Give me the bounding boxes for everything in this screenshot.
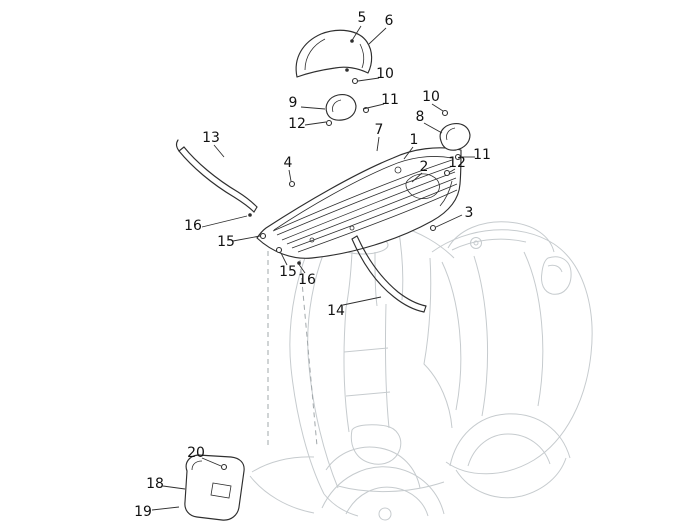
top-cover [295,29,373,78]
screws [220,77,462,471]
callout-18: 18 [146,476,164,492]
bracket-part-9 [325,93,357,121]
screw-icon [275,246,283,254]
screw-icon [259,232,267,240]
trim-strip-14 [351,235,427,313]
screw-icon [454,153,462,161]
floorboard-panel [256,147,462,259]
screw-icon [443,169,451,177]
screw-icon [351,77,359,85]
callout-16-left: 16 [184,218,202,234]
callout-5: 5 [357,10,367,26]
leader-lines [151,25,475,511]
callout-14: 14 [327,303,345,319]
side-cover-18 [184,454,245,521]
callout-13: 13 [202,130,220,146]
callout-10-top: 10 [376,66,394,82]
callout-8: 8 [415,109,425,125]
screw-icon [429,224,437,232]
screw-icon [325,119,333,127]
callout-12-right: 12 [448,155,466,171]
callout-10-right: 10 [422,89,440,105]
callout-11-right: 11 [473,147,491,163]
callout-11-left: 11 [381,92,399,108]
callout-6: 6 [384,13,394,29]
callout-16-bottom: 16 [298,272,316,288]
screw-icon [220,463,228,471]
dashed-guide-lines [267,242,318,447]
screw-icon [441,109,449,117]
trim-strip-13 [176,139,258,213]
callout-7: 7 [374,122,384,138]
callout-3: 3 [464,205,474,221]
callout-20: 20 [187,445,205,461]
callout-9: 9 [288,95,298,111]
callout-15-bottom: 15 [279,264,297,280]
callout-12-left: 12 [288,116,306,132]
callout-15-left: 15 [217,234,235,250]
fixing-dot-icon [248,213,252,217]
callout-2: 2 [419,159,429,175]
callout-4: 4 [283,155,293,171]
screw-icon [288,180,296,188]
scooter-body-outline [249,220,593,521]
callout-1: 1 [409,132,419,148]
bracket-part-8 [439,122,471,151]
callout-19: 19 [134,504,152,520]
